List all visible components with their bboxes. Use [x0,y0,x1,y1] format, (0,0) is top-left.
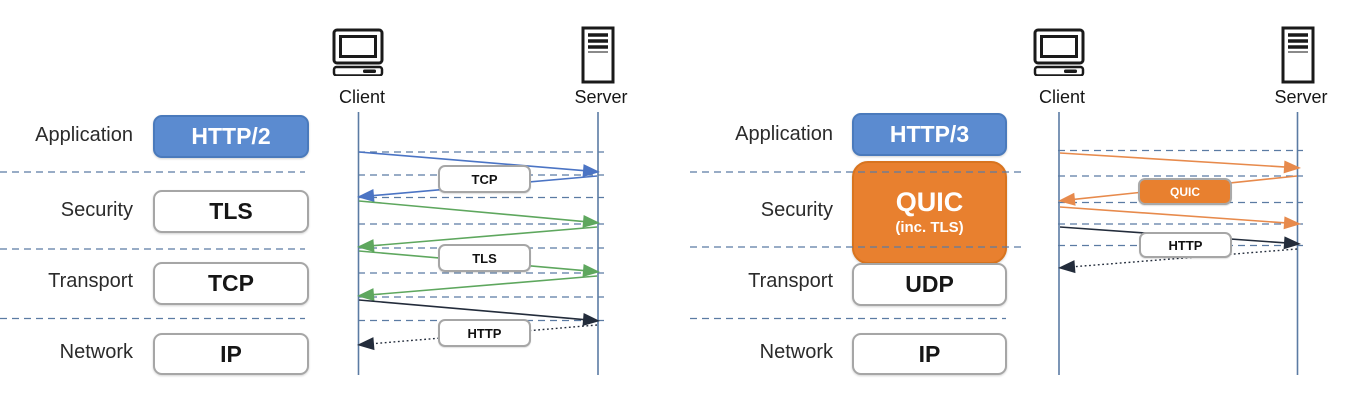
protocol-box-quic: QUIC (inc. TLS) [852,161,1007,264]
layer-label-application: Application [35,124,133,146]
client-computer-icon [332,28,384,81]
protocol-box-http3: HTTP/3 [852,113,1007,156]
layer-label-security: Security [760,199,833,221]
protocol-box-udp: UDP [852,263,1007,306]
protocol-box-http2: HTTP/2 [153,115,309,158]
server-tower-icon [581,26,615,89]
quic-subtitle: (inc. TLS) [895,219,964,237]
sequence-label-tcp: TCP [438,165,531,193]
protocol-box-ip: IP [153,333,309,375]
layer-label-transport: Transport [48,270,133,292]
layer-label-security: Security [60,199,133,221]
protocol-box-ip: IP [852,333,1007,375]
protocol-box-tcp: TCP [153,262,309,305]
client-label: Client [338,87,386,107]
client-label: Client [1038,87,1086,107]
server-label: Server [574,87,628,107]
sequence-label-quic: QUIC [1138,178,1232,205]
quic-title: QUIC [895,187,964,218]
protocol-box-tls: TLS [153,190,309,233]
sequence-label-http: HTTP [1139,232,1232,258]
layer-label-network: Network [759,341,833,363]
layer-label-transport: Transport [748,270,833,292]
layer-label-application: Application [735,123,833,145]
layer-label-network: Network [59,341,133,363]
sequence-label-tls: TLS [438,244,531,272]
client-computer-icon [1033,28,1085,81]
sequence-label-http: HTTP [438,319,531,347]
server-tower-icon [1281,26,1315,89]
server-label: Server [1274,87,1328,107]
